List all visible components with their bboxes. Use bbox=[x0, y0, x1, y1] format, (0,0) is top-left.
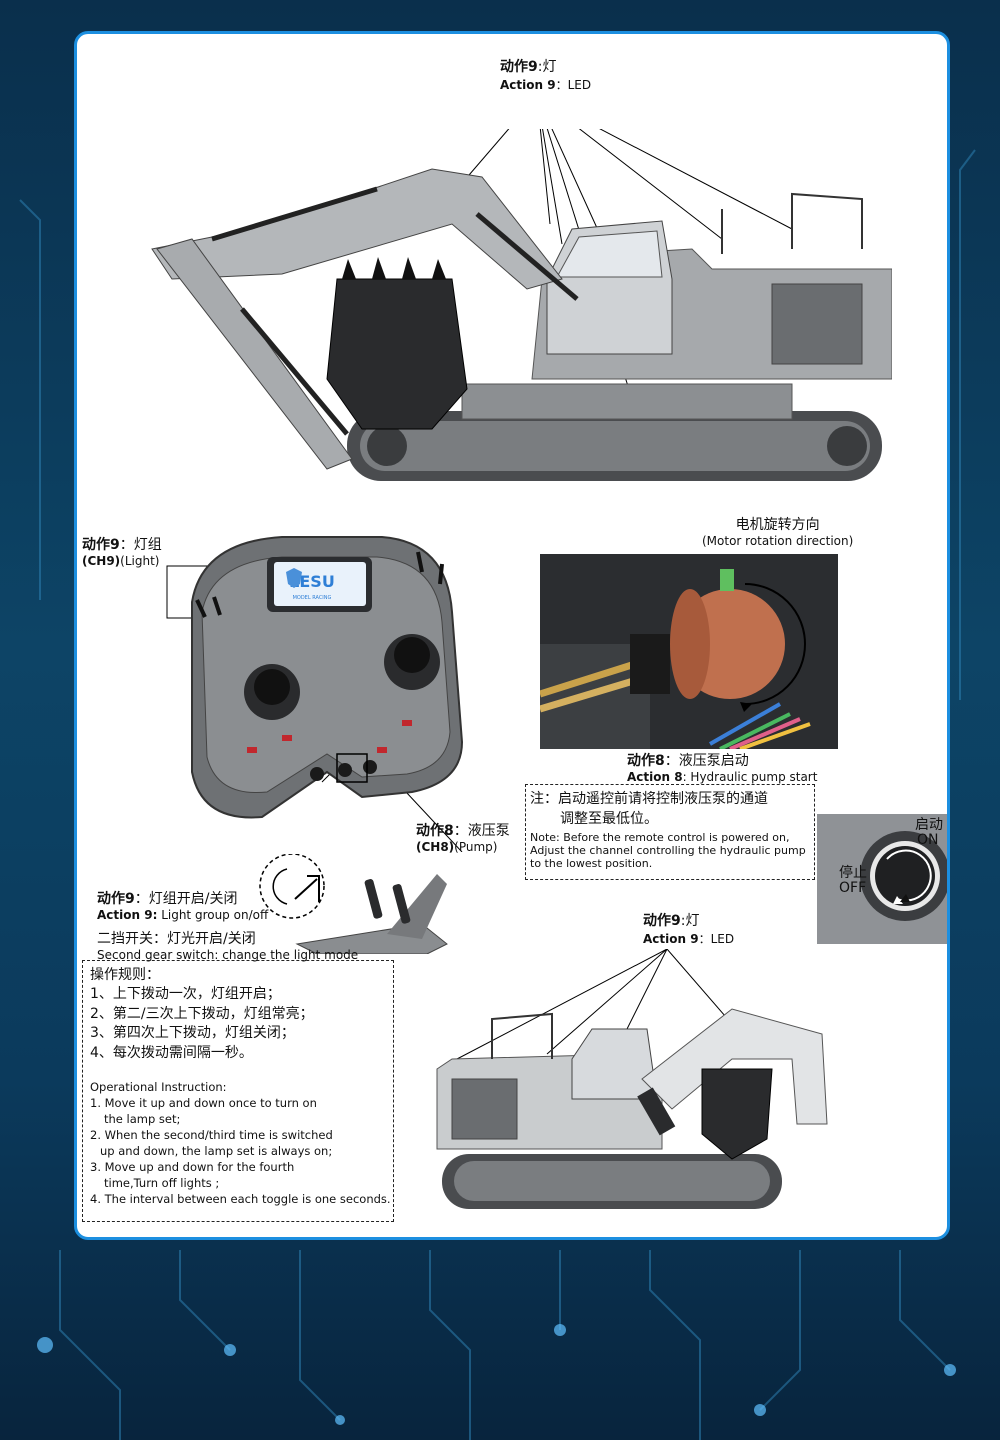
top-led-en-bold: Action 9 bbox=[500, 78, 556, 92]
light-group-en-bold: (CH9) bbox=[82, 554, 121, 568]
rule-en-4: 4. The interval between each toggle is o… bbox=[90, 1192, 391, 1206]
top-led-en-rest: ：LED bbox=[555, 78, 592, 92]
light-switch-en-rest: Light group on/off bbox=[157, 908, 269, 922]
pump-cn-bold: 动作8 bbox=[416, 823, 454, 839]
excavator-side-illustration bbox=[151, 129, 892, 481]
remote-brand-sub: MODEL RACING bbox=[293, 595, 332, 601]
light-switch-cn-rest: ：灯组开启/关闭 bbox=[134, 891, 238, 907]
rule-cn-4: 4、每次拨动需间隔一秒。 bbox=[90, 1044, 253, 1061]
pump-en-rest: (Pump) bbox=[454, 840, 498, 854]
note-cn-2: 调整至最低位。 bbox=[560, 811, 658, 827]
power-on-note: 注：启动遥控前请将控制液压泵的通道 调整至最低位。 Note: Before t… bbox=[525, 784, 815, 880]
pump-knob-image: 启动 ON 停止 OFF bbox=[817, 814, 947, 944]
light-group-cn-rest: ：灯组 bbox=[119, 537, 162, 553]
pump-label: 动作8：液压泵 (CH8)(Pump) bbox=[416, 820, 510, 854]
top-led-cn-rest: :灯 bbox=[537, 59, 557, 75]
light-group-en-rest: (Light) bbox=[120, 554, 160, 568]
note-cn-1: 注：启动遥控前请将控制液压泵的通道 bbox=[530, 791, 768, 807]
light-group-label: 动作9：灯组 (CH9)(Light) bbox=[82, 534, 162, 568]
bottom-led-en-bold: Action 9 bbox=[643, 932, 699, 946]
motor-label-cn: 电机旋转方向 bbox=[735, 517, 820, 533]
motor-label-en: (Motor rotation direction) bbox=[702, 534, 854, 548]
light-switch-cn-bold: 动作9 bbox=[97, 891, 135, 907]
pump-start-en-rest: : Hydraulic pump start bbox=[682, 770, 818, 784]
rule-cn-3: 3、第四次上下拨动，灯组关闭； bbox=[90, 1025, 295, 1041]
operation-rules-box: 操作规则： 1、上下拨动一次，灯组开启； 2、第二/三次上下拨动，灯组常亮； 3… bbox=[82, 960, 394, 1222]
rule-en-2a: 2. When the second/third time is switche… bbox=[90, 1128, 333, 1142]
toggle-switch-illustration bbox=[259, 854, 448, 954]
knob-on-cn: 启动 bbox=[915, 817, 943, 833]
rule-en-1b: the lamp set; bbox=[104, 1112, 181, 1126]
hydraulic-pump-motor-image bbox=[540, 554, 838, 749]
light-switch-label: 动作9：灯组开启/关闭 Action 9: Light group on/off bbox=[97, 888, 268, 922]
rule-en-1a: 1. Move it up and down once to turn on bbox=[90, 1096, 317, 1110]
bottom-led-label: 动作9:灯 Action 9：LED bbox=[643, 910, 734, 947]
remote-controller-illustration: LESU MODEL RACING bbox=[166, 536, 464, 852]
bottom-led-cn-rest: :灯 bbox=[680, 913, 700, 929]
light-switch-en-bold: Action 9: bbox=[97, 908, 158, 922]
note-en-1: Note: Before the remote control is power… bbox=[530, 831, 790, 844]
bottom-led-en-rest: ：LED bbox=[698, 932, 735, 946]
excavator-rear-illustration bbox=[436, 949, 828, 1209]
pump-cn-rest: ：液压泵 bbox=[453, 823, 510, 839]
rule-cn-1: 1、上下拨动一次，灯组开启； bbox=[90, 986, 281, 1002]
rule-en-3a: 3. Move up and down for the fourth bbox=[90, 1160, 295, 1174]
pump-en-bold: (CH8) bbox=[416, 840, 455, 854]
top-led-cn-bold: 动作9 bbox=[500, 59, 538, 75]
bottom-led-cn-bold: 动作9 bbox=[643, 913, 681, 929]
pump-start-en-bold: Action 8 bbox=[627, 770, 683, 784]
knob-off-en: OFF bbox=[839, 880, 867, 896]
gear-switch-label: 二挡开关：灯光开启/关闭 Second gear switch: change … bbox=[97, 928, 358, 962]
gear-switch-en: Second gear switch: change the light mod… bbox=[97, 948, 359, 962]
knob-graphic bbox=[860, 831, 947, 921]
pump-start-cn-bold: 动作8 bbox=[627, 753, 665, 769]
gear-switch-cn: 二挡开关：灯光开启/关闭 bbox=[97, 931, 256, 947]
rule-cn-2: 2、第二/三次上下拨动，灯组常亮； bbox=[90, 1005, 314, 1022]
knob-off-cn: 停止 bbox=[839, 865, 867, 881]
pump-start-label: 动作8：液压泵启动 Action 8: Hydraulic pump start bbox=[627, 750, 817, 784]
motor-label: 电机旋转方向 (Motor rotation direction) bbox=[702, 514, 853, 548]
pump-start-cn-rest: ：液压泵启动 bbox=[664, 753, 749, 769]
rule-en-2b: up and down, the lamp set is always on; bbox=[100, 1144, 333, 1158]
rules-en-title: Operational Instruction: bbox=[90, 1080, 227, 1094]
rule-en-3b: time,Turn off lights ; bbox=[104, 1176, 220, 1190]
light-group-cn-bold: 动作9 bbox=[82, 537, 120, 553]
rules-title: 操作规则： bbox=[90, 967, 160, 983]
instruction-panel: 动作9:灯 Action 9：LED 动作9：灯组 (CH9)(Light) L… bbox=[74, 31, 950, 1240]
note-en-3: to the lowest position. bbox=[530, 857, 653, 870]
knob-on-en: ON bbox=[917, 832, 939, 848]
top-led-label: 动作9:灯 Action 9：LED bbox=[500, 56, 591, 93]
note-en-2: Adjust the channel controlling the hydra… bbox=[530, 844, 806, 857]
